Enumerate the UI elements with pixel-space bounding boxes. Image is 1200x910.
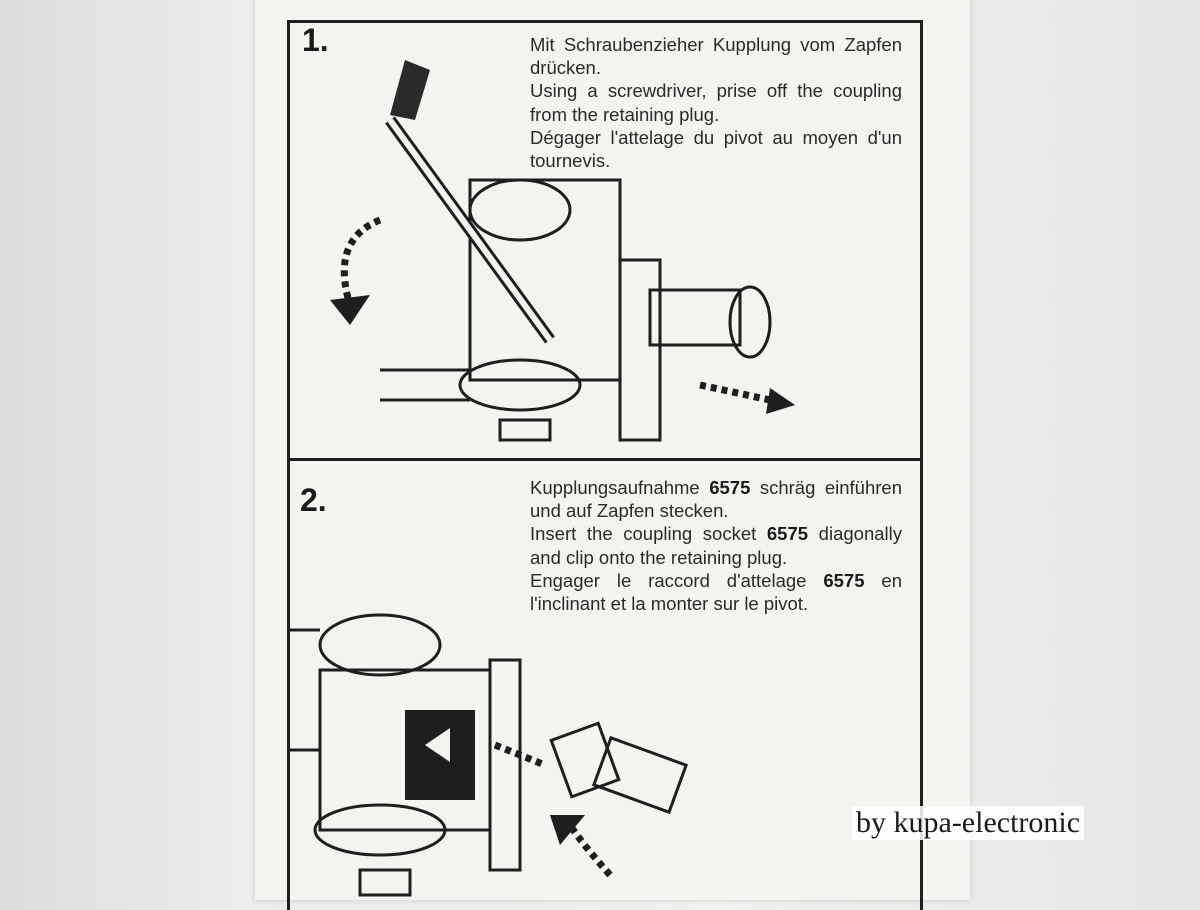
step-1-illustration: [330, 60, 795, 442]
part-number: 6575: [823, 569, 865, 591]
step-2-french: Engager le raccord d'attelage 6575 en l'…: [530, 569, 903, 615]
watermark: by kupa-electronic: [852, 806, 1085, 840]
part-number: 6575: [709, 477, 751, 498]
step-2-number: 2.: [300, 482, 327, 518]
part-number: 6575: [766, 523, 809, 545]
step-2-german: Kupplungsaufnahme 6575 schräg einführen …: [530, 477, 902, 522]
instruction-sheet: [255, 0, 970, 900]
step-2-illustration: [290, 613, 689, 897]
instruction-frame: [287, 20, 923, 910]
step-1-french: Dégager l'attelage du pivot au moyen d'u…: [530, 126, 902, 172]
step-2-text: Kupplungsaufnahme 6575 schräg einführen …: [530, 476, 902, 615]
step-1-english: Using a screwdriver, prise off the coupl…: [530, 80, 902, 125]
step-2-english: Insert the coupling socket 6575 diagonal…: [530, 523, 902, 568]
step-1-text: Mit Schraubenzieher Kupplung vom Zapfen …: [530, 33, 902, 172]
step-1-number: 1.: [302, 22, 329, 58]
step-1-german: Mit Schraubenzieher Kupplung vom Zapfen …: [530, 34, 902, 79]
step-divider: [287, 458, 923, 461]
